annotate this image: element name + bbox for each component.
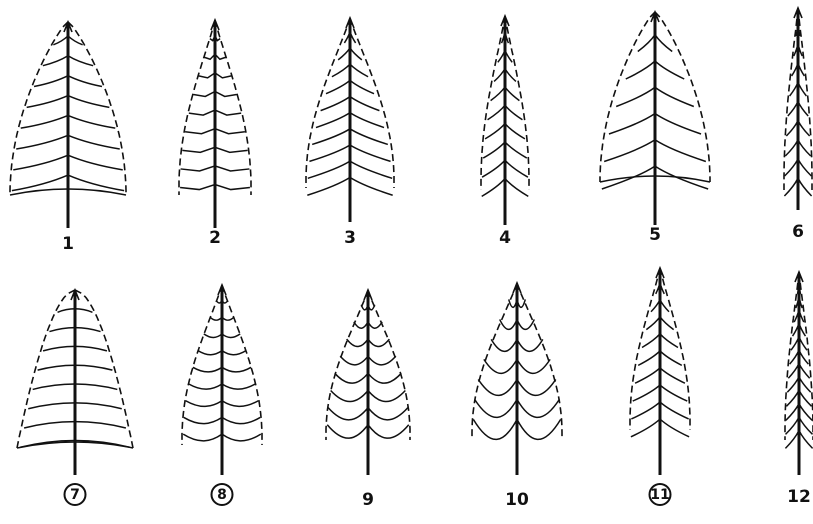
leaf-10-outline-right	[517, 283, 562, 440]
leaf-9-label: 9	[362, 492, 374, 509]
leaf-10-outline-left	[472, 283, 517, 440]
leaf-6-label: 6	[792, 224, 804, 241]
leaf-9-outline-left	[326, 290, 368, 440]
leaf-10-label: 10	[505, 492, 529, 509]
leaf-5-label: 5	[649, 227, 661, 244]
leaf-5-outline-right	[655, 12, 710, 182]
leaf-12-label: 12	[787, 489, 811, 506]
leaf-3-label: 3	[344, 230, 356, 247]
leaf-7-label: 7	[64, 483, 87, 506]
leaf-1-label: 1	[62, 236, 74, 253]
leaf-8-label: 8	[211, 483, 234, 506]
leaf-9-outline-right	[368, 290, 410, 440]
leaf-4-label: 4	[499, 230, 511, 247]
leaf-5-outline-left	[600, 12, 655, 182]
leaf-3-outline-left	[306, 18, 350, 188]
leaf-11-label: 11	[649, 483, 672, 506]
leaf-3-outline-right	[350, 18, 394, 188]
leaf-2-label: 2	[209, 230, 221, 247]
